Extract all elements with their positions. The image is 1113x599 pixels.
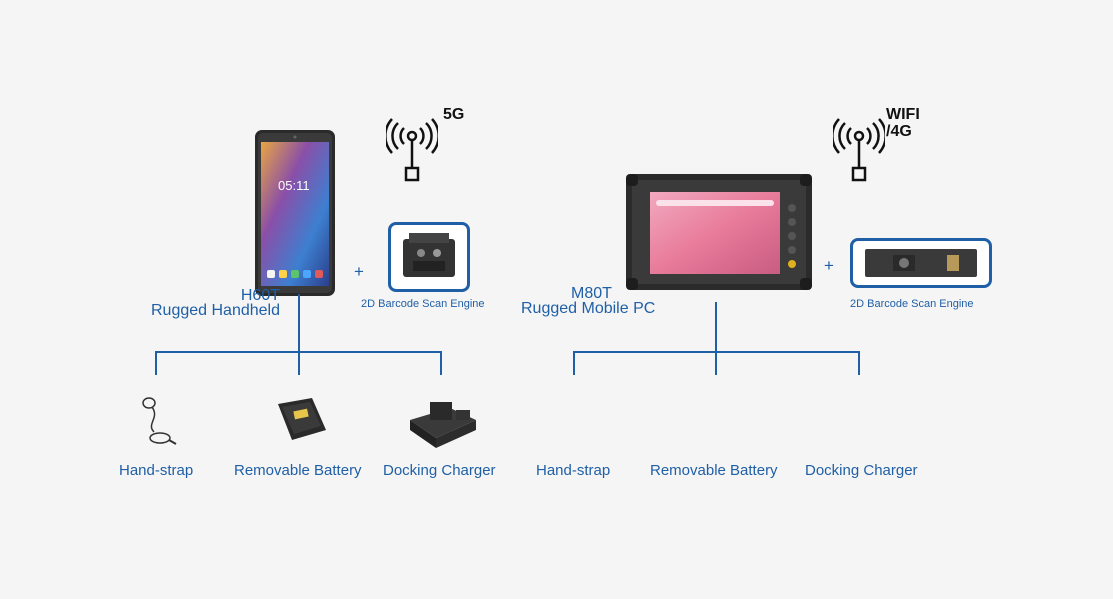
tree-drop-right-1 — [573, 351, 575, 375]
scan-engine-label-right: 2D Barcode Scan Engine — [850, 298, 974, 310]
scan-engine-box-left — [388, 222, 470, 292]
antenna-icon — [833, 118, 885, 182]
phone-clock: 05:11 — [278, 178, 310, 193]
antenna-icon — [386, 118, 438, 182]
tree-drop-right-2 — [715, 351, 717, 375]
tree-stem-right — [715, 302, 717, 352]
plus-sign-left: + — [354, 262, 364, 281]
docking-charger-icon — [410, 402, 476, 448]
h60t-name: Rugged Handheld — [151, 302, 280, 319]
hand-strap-icon — [142, 397, 177, 445]
battery-icon — [278, 398, 326, 440]
network-label-wifi-4g: WIFI /4G — [886, 106, 920, 140]
m80t-model-title: M80T Rugged Mobile PC — [521, 285, 721, 317]
network-label-4g: /4G — [886, 123, 912, 140]
h60t-model: H60T — [240, 287, 280, 304]
m80t-device-image — [626, 174, 812, 290]
accessory-label-left-3: Docking Charger — [383, 462, 496, 479]
m80t-name: Rugged Mobile PC — [521, 300, 656, 317]
accessory-label-left-1: Hand-strap — [119, 462, 194, 479]
tree-drop-left-1 — [155, 351, 157, 375]
tree-drop-left-2 — [298, 351, 300, 375]
tree-drop-left-3 — [440, 351, 442, 375]
tree-stem-left — [298, 294, 300, 352]
h60t-device-image — [255, 130, 335, 296]
plus-sign-right: + — [824, 256, 834, 275]
accessory-label-left-2: Removable Battery — [234, 462, 362, 479]
accessory-label-right-3: Docking Charger — [805, 462, 918, 479]
scan-engine-label-left: 2D Barcode Scan Engine — [361, 298, 485, 310]
accessory-label-right-2: Removable Battery — [650, 462, 778, 479]
m80t-model: M80T — [571, 285, 612, 302]
scan-engine-icon — [403, 233, 455, 277]
h60t-model-title: H60T Rugged Handheld — [120, 287, 280, 319]
scan-engine-icon — [865, 249, 977, 277]
network-label-wifi: WIFI — [886, 106, 920, 123]
accessory-label-right-1: Hand-strap — [536, 462, 611, 479]
network-label-5g: 5G — [443, 106, 465, 123]
scan-engine-box-right — [850, 238, 992, 288]
tree-drop-right-3 — [858, 351, 860, 375]
